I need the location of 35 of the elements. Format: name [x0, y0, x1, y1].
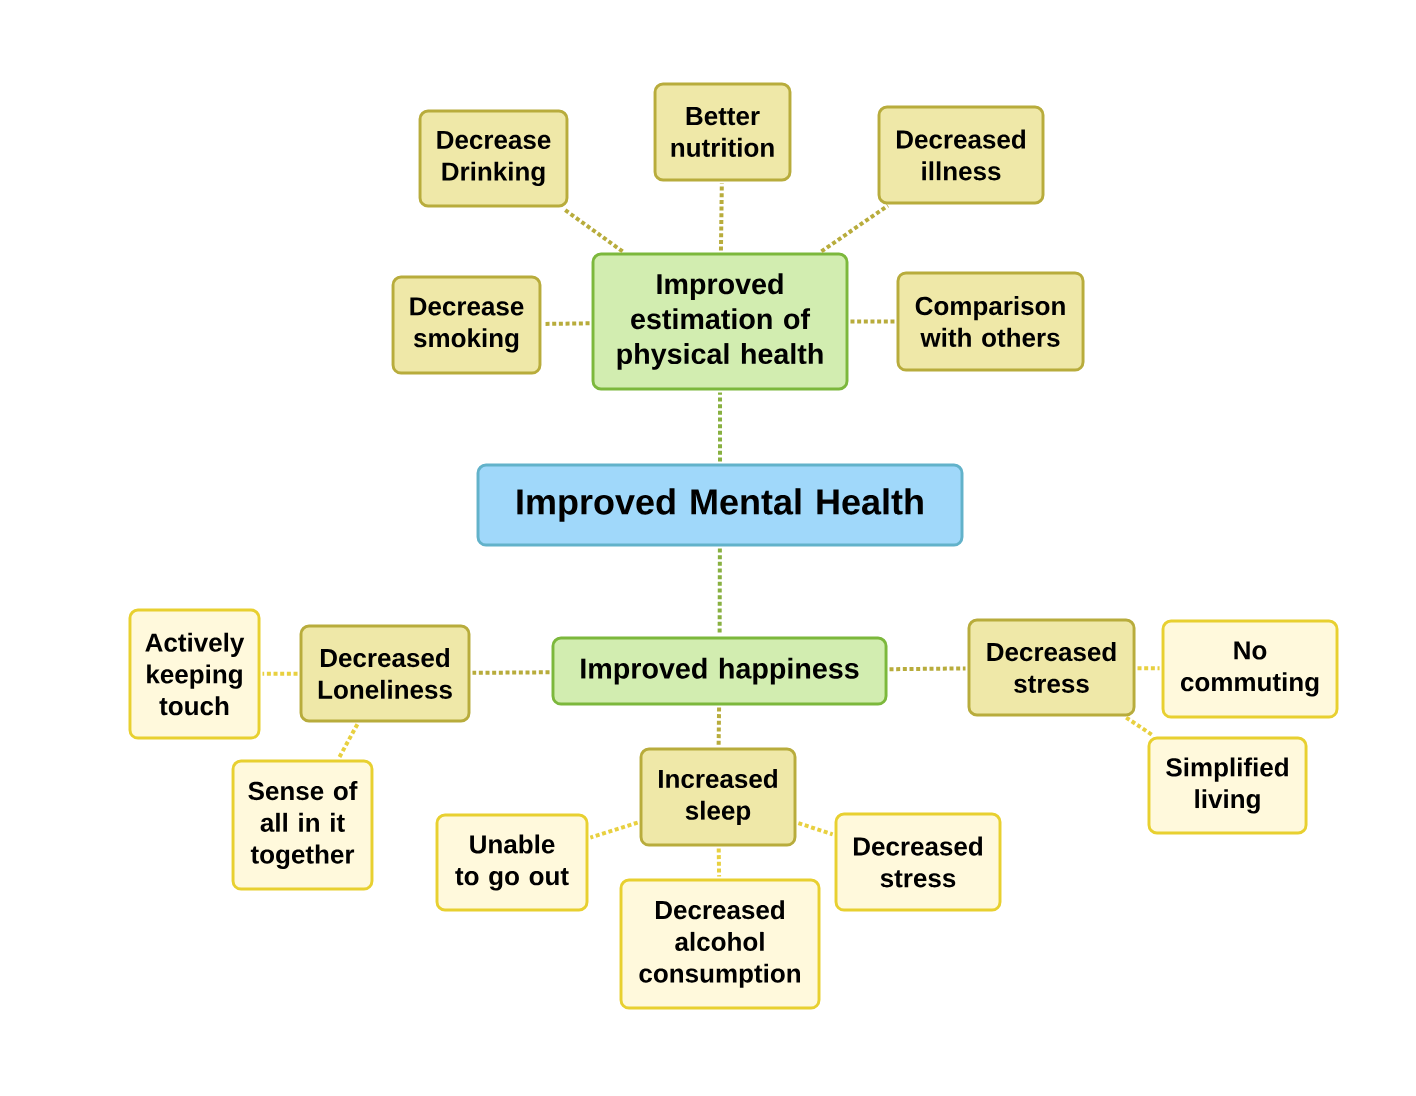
connector-line [850, 319, 895, 324]
connector-line [561, 207, 624, 254]
detail-box: Decreased alcohol consumption [619, 878, 821, 1010]
topic-box: Improved happiness [551, 636, 888, 706]
detail-box: No commuting [1161, 619, 1339, 719]
subtopic-box: Decrease Drinking [418, 109, 569, 208]
connector-line [262, 671, 298, 676]
connector-line [718, 183, 724, 251]
connector-line [472, 670, 550, 675]
subtopic-box: Better nutrition [653, 82, 792, 182]
connector-line [1137, 666, 1160, 671]
detail-box: Decreased stress [834, 812, 1002, 912]
subtopic-box: Decreased Loneliness [299, 624, 471, 723]
connector-line [717, 548, 722, 635]
subtopic-box: Comparison with others [896, 271, 1085, 372]
subtopic-box: Decrease smoking [391, 275, 542, 375]
connector-line [797, 821, 834, 837]
center-box: Improved Mental Health [476, 463, 964, 547]
detail-box: Sense of all in it together [231, 759, 374, 891]
subtopic-box: Decreased stress [967, 618, 1136, 717]
connector-line [716, 848, 722, 877]
connector-line [820, 203, 889, 254]
connector-line [889, 666, 966, 672]
detail-box: Simplified living [1147, 736, 1308, 835]
detail-box: Actively keeping touch [128, 608, 261, 740]
connector-line [589, 820, 639, 840]
topic-box: Improved estimation of physical health [591, 252, 849, 391]
connector-line [337, 723, 360, 759]
connector-line [716, 707, 722, 746]
connector-line [543, 321, 590, 326]
connector-line [1125, 715, 1155, 738]
detail-box: Unable to go out [435, 813, 589, 912]
subtopic-box: Increased sleep [639, 747, 797, 847]
subtopic-box: Decreased illness [877, 105, 1045, 205]
connector-line [718, 392, 722, 462]
